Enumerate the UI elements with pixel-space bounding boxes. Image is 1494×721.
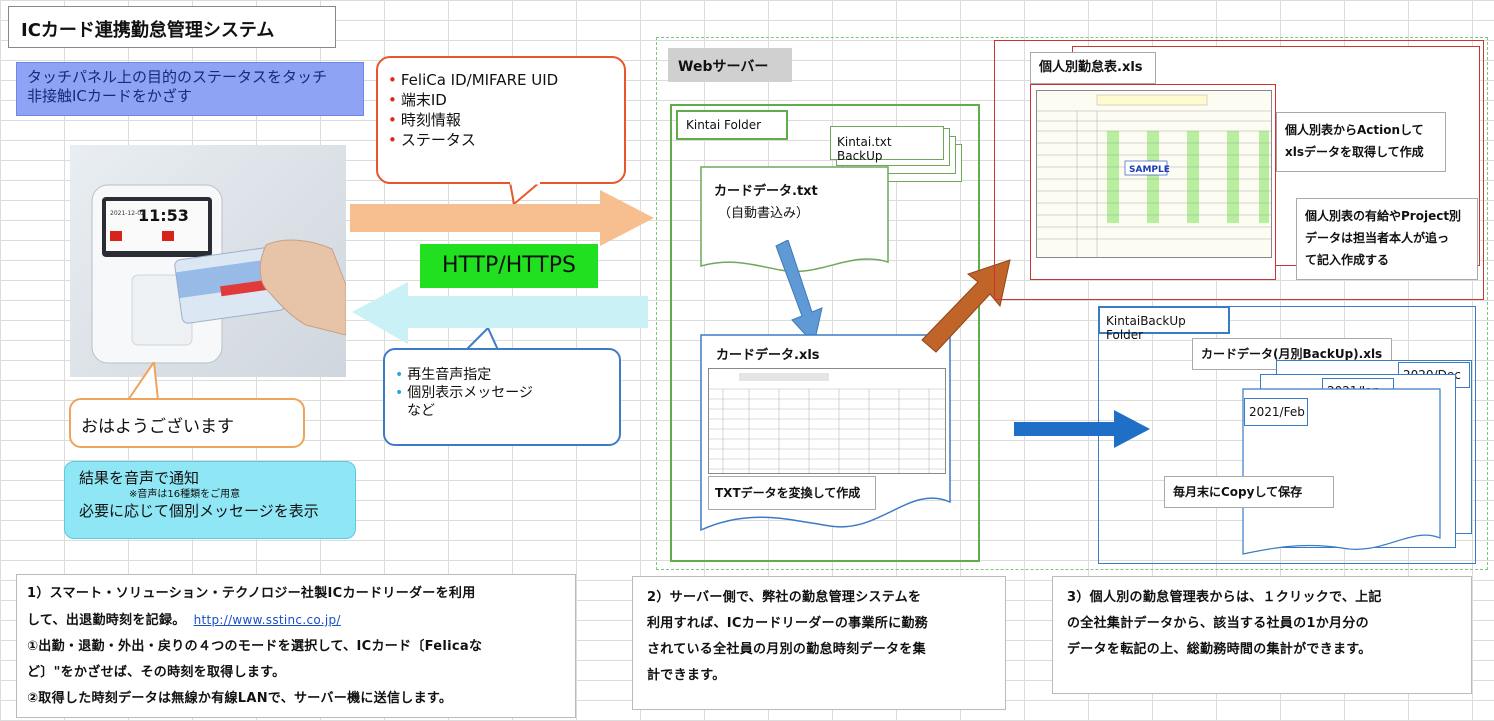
kintai-folder xyxy=(670,104,980,562)
upload-arrow xyxy=(350,190,654,246)
desc1-line4: ど〕"をかざせば、その時刻を取得します。 xyxy=(27,665,286,680)
desc1-line2: して、出退勤時刻を記録。 xyxy=(27,613,186,628)
card-reader-photo: 11:53 2021-12-02 xyxy=(70,145,346,377)
convert-arrow xyxy=(775,240,823,346)
desc1-line1: 1）スマート・ソリューション・テクノロジー社製ICカードリーダーを利用 xyxy=(27,586,476,601)
sent-data-item: •端末ID xyxy=(388,91,447,109)
personal-note-manual-line3: て記入作成する xyxy=(1305,253,1390,267)
returned-data-callout: •再生音声指定 •個別表示メッセージ など xyxy=(383,348,621,446)
personal-sheet-name: 個人別勤怠表.xls xyxy=(1030,52,1156,84)
description-server: 2）サーバー側で、弊社の勤怠管理システムを 利用すれば、ICカードリーダーの事業… xyxy=(632,576,1006,710)
personal-note-manual-line2: データは担当者本人が追っ xyxy=(1305,231,1450,245)
backup-folder-label: KintaiBackUp Folder xyxy=(1098,306,1230,342)
export-arrow xyxy=(921,259,1011,353)
device-time: 11:53 xyxy=(138,206,189,225)
touch-instruction-line2: 非接触ICカードをかざす xyxy=(27,87,192,105)
month-doc-feb xyxy=(1242,388,1441,555)
result-note: ※音声は16種類をご用意 xyxy=(129,489,241,500)
sent-data-item: •ステータス xyxy=(388,131,476,149)
desc3-line3: データを転記の上、総勤務時間の集計ができます。 xyxy=(1067,642,1372,657)
sheet-grid xyxy=(709,373,945,473)
personal-note-manual-line1: 個人別表の有給やProject別 xyxy=(1305,209,1462,223)
result-line2: 必要に応じて個別メッセージを表示 xyxy=(79,502,319,520)
touch-instruction: タッチパネル上の目的のステータスをタッチ 非接触ICカードをかざす xyxy=(16,62,364,116)
result-notice: 結果を音声で通知 ※音声は16種類をご用意 必要に応じて個別メッセージを表示 xyxy=(64,461,356,539)
returned-data-item: •再生音声指定 xyxy=(395,367,492,383)
card-reader-illustration: 11:53 2021-12-02 xyxy=(91,184,346,364)
personal-note-manual: 個人別表の有給やProject別 データは担当者本人が追っ て記入作成する xyxy=(1296,198,1478,280)
personal-note-action: 個人別表からActionして xlsデータを取得して作成 xyxy=(1276,112,1446,172)
desc2-line1: 2）サーバー側で、弊社の勤怠管理システムを xyxy=(647,590,922,605)
returned-data-item: など xyxy=(407,403,435,419)
sample-watermark: SAMPLE xyxy=(1129,165,1170,175)
greeting-callout-tail xyxy=(126,362,160,401)
kintai-folder-label: Kintai Folder xyxy=(676,110,788,140)
desc1-line2-wrap: して、出退勤時刻を記録。 http://www.sstinc.co.jp/ xyxy=(27,607,565,634)
response-arrow xyxy=(352,282,648,344)
desc1-line3: ①出勤・退勤・外出・戻りの４つのモードを選択して、ICカード〔Felicaな xyxy=(27,639,483,654)
backup-txt-doc: Kintai.txt BackUp xyxy=(830,126,944,163)
sent-data-callout: •FeliCa ID/MIFARE UID •端末ID •時刻情報 •ステータス xyxy=(376,56,626,184)
card-txt-note: （自動書込み） xyxy=(718,206,810,221)
personal-note-action-line1: 個人別表からActionして xyxy=(1285,123,1424,137)
personal-note-action-line2: xlsデータを取得して作成 xyxy=(1285,145,1424,159)
desc3-line2: の全社集計データから、該当する社員の1か月分の xyxy=(1067,616,1369,631)
returned-data-item: •個別表示メッセージ xyxy=(395,385,533,401)
page-title: ICカード連携勤怠管理システム xyxy=(8,6,336,48)
web-server-label: Webサーバー xyxy=(668,48,792,82)
protocol-label: HTTP/HTTPS xyxy=(420,244,598,288)
description-card-reader: 1）スマート・ソリューション・テクノロジー社製ICカードリーダーを利用 して、出… xyxy=(16,574,576,718)
web-server-area xyxy=(656,37,1488,570)
personal-sheet-frame xyxy=(994,40,1484,300)
desc2-line2: 利用すれば、ICカードリーダーの事業所に勤務 xyxy=(647,616,928,631)
device-date: 2021-12-02 xyxy=(110,210,145,217)
card-xls-sheet-preview xyxy=(708,368,946,474)
card-xls-note: TXTデータを変換して作成 xyxy=(708,476,876,510)
month-label-feb: 2021/Feb xyxy=(1244,398,1308,426)
greeting-callout: おはようございます xyxy=(69,398,305,448)
card-xls-name: カードデータ.xls xyxy=(716,348,820,363)
card-txt-name: カードデータ.txt xyxy=(714,184,818,199)
description-personal: 3）個人別の勤怠管理表からは、１クリックで、上記 の全社集計データから、該当する… xyxy=(1052,576,1472,694)
personal-sheet-grid: SAMPLE xyxy=(1037,91,1271,257)
sent-data-item: •時刻情報 xyxy=(388,111,461,129)
desc1-line5: ②取得した時刻データは無線か有線LANで、サーバー機に送信します。 xyxy=(27,691,453,706)
monthly-copy-arrow xyxy=(1014,410,1150,448)
desc2-line3: されている全社員の月別の勤怠時刻データを集 xyxy=(647,642,926,657)
result-line1: 結果を音声で通知 xyxy=(79,469,200,487)
sent-callout-tail xyxy=(508,182,542,206)
sst-link[interactable]: http://www.sstinc.co.jp/ xyxy=(193,613,341,627)
desc3-line1: 3）個人別の勤怠管理表からは、１クリックで、上記 xyxy=(1067,590,1382,605)
sent-data-item: •FeliCa ID/MIFARE UID xyxy=(388,71,559,89)
desc2-line4: 計できます。 xyxy=(647,668,726,683)
copy-note: 毎月末にCopyして保存 xyxy=(1164,476,1334,508)
personal-sheet-preview: SAMPLE xyxy=(1036,90,1272,258)
touch-instruction-line1: タッチパネル上の目的のステータスをタッチ xyxy=(27,68,328,86)
